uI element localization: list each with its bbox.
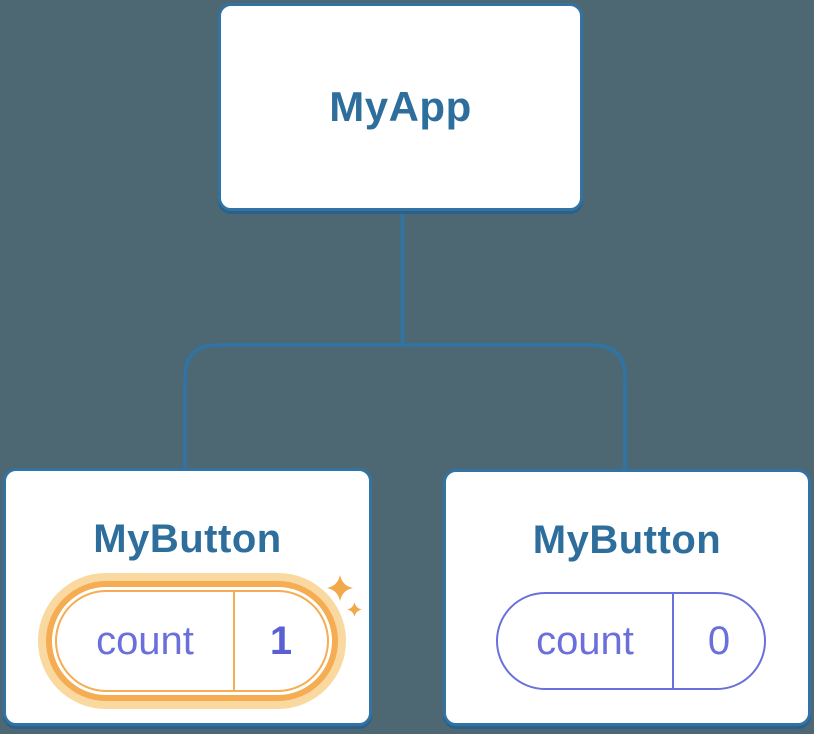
app-node-card: MyApp (218, 3, 583, 211)
app-node-title: MyApp (329, 83, 472, 130)
sparkle-icon (347, 602, 362, 617)
pill-divider (672, 594, 674, 688)
button-node-title: MyButton (93, 517, 282, 561)
button-node-card-highlighted: MyButton count 1 (3, 468, 372, 726)
button-node-card-plain: MyButton count 0 (443, 469, 811, 726)
state-key-label: count (536, 619, 634, 663)
state-value: 0 (707, 619, 731, 663)
state-value: 1 (269, 619, 293, 663)
sparkle-icon (327, 575, 353, 601)
state-key-label: count (96, 619, 194, 663)
state-pill-plain: count 0 (496, 592, 766, 690)
button-node-title: MyButton (532, 518, 722, 562)
connector-bracket (183, 343, 627, 472)
state-pill-highlighted: count 1 (55, 590, 329, 692)
pill-divider (233, 592, 235, 690)
